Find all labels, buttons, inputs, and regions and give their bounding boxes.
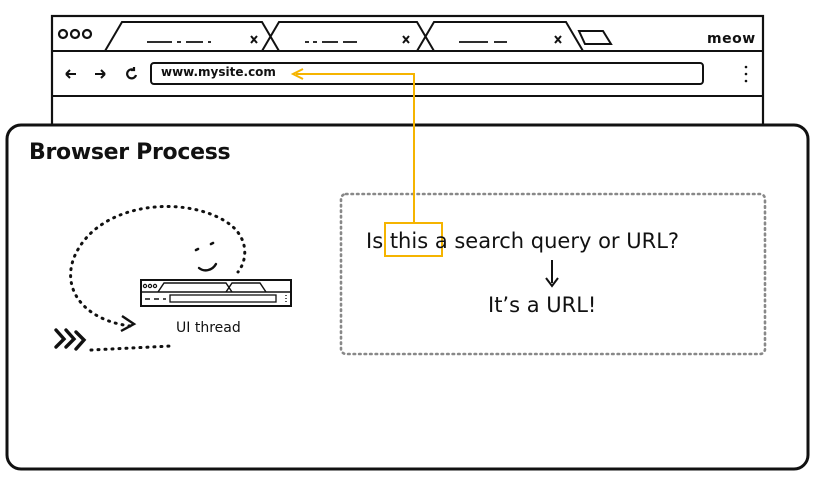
mini-tabs [157, 282, 267, 293]
question-highlight: this [389, 229, 429, 253]
address-bar-url[interactable]: www.mysite.com [161, 65, 276, 79]
question-after: a search query or URL? [428, 229, 680, 253]
menu-dot [744, 79, 748, 83]
tab-3[interactable] [416, 21, 584, 52]
analysis-box [339, 192, 767, 356]
window-close-dot-icon[interactable] [57, 28, 69, 40]
mini-address-bar [169, 294, 277, 303]
mini-dot [142, 283, 148, 289]
thread-loop-dots [69, 205, 247, 328]
kebab-menu-icon[interactable] [738, 62, 754, 86]
mini-dot [147, 283, 153, 289]
question-text: Is this a search query or URL? [366, 229, 679, 253]
question-before: Is [366, 229, 390, 253]
thread-tail-dots [89, 344, 173, 352]
window-minimize-dot-icon[interactable] [69, 28, 81, 40]
menu-dot [744, 65, 748, 69]
back-arrow-icon[interactable] [65, 69, 76, 79]
down-arrow-head [545, 277, 559, 288]
window-maximize-dot-icon[interactable] [81, 28, 93, 40]
tab-2-close-icon[interactable] [402, 35, 410, 44]
reload-icon[interactable] [126, 67, 138, 80]
mini-dot [152, 283, 158, 289]
tab-3-close-icon[interactable] [554, 35, 562, 44]
browser-process-box [5, 123, 810, 471]
profile-label: meow [707, 31, 756, 47]
forward-arrow-icon[interactable] [95, 69, 106, 79]
browser-window [50, 14, 765, 146]
answer-text: It’s a URL! [488, 293, 597, 317]
address-bar[interactable] [150, 62, 704, 85]
thread-arrowhead [120, 315, 137, 333]
motion-lines-icon [54, 328, 87, 351]
new-tab-button[interactable] [577, 30, 613, 45]
connector-arrowhead [290, 68, 304, 80]
tab-1-close-icon[interactable] [250, 35, 258, 44]
menu-dot [744, 72, 748, 76]
eye [209, 241, 215, 246]
eye [194, 247, 200, 252]
ui-thread-character [54, 205, 292, 352]
ui-thread-label: UI thread [176, 320, 241, 336]
connector-line [296, 73, 415, 223]
smile [197, 262, 218, 272]
process-title: Browser Process [29, 140, 231, 165]
